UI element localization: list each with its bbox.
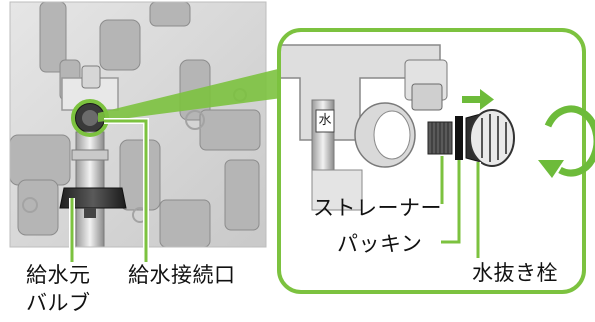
supply-valve-label-line2: バルブ [26, 291, 91, 315]
packing-label: パッキン [337, 232, 423, 256]
drain-plug-label: 水抜き栓 [472, 261, 558, 285]
supply-valve-label: 給水元 バルブ [26, 262, 91, 316]
pull-direction-arrow-icon [462, 89, 494, 110]
detail-callout [277, 28, 586, 294]
supply-valve-label-line1: 給水元 [26, 263, 91, 287]
supply-connection-label: 給水接続口 [128, 263, 236, 287]
water-mark-box [315, 109, 335, 133]
unit-photo [10, 2, 266, 247]
packing-leader-line [441, 160, 461, 244]
rotation-arrow-icon [538, 105, 595, 178]
water-mark: 水 [318, 113, 332, 128]
connection-leader-line [104, 119, 148, 262]
strainer-label: ストレーナー [313, 196, 442, 220]
